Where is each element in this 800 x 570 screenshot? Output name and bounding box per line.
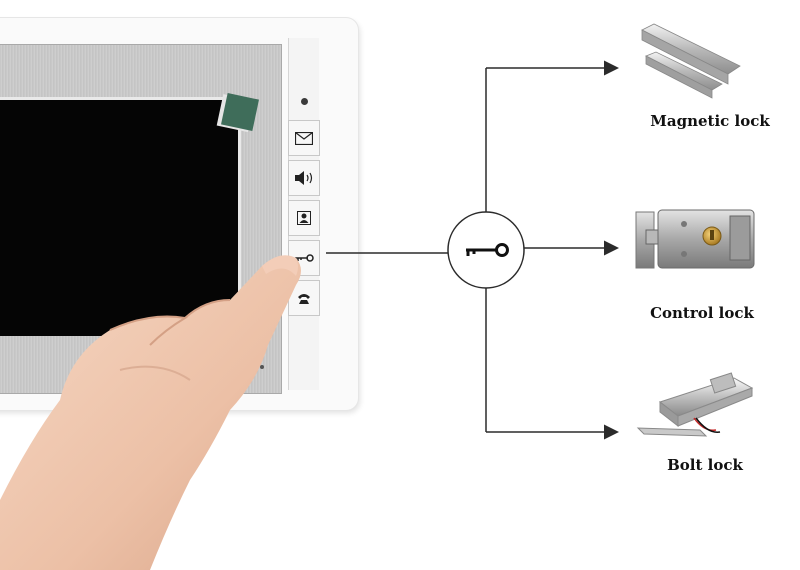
magnetic-lock-image: [641, 23, 741, 99]
key-icon: [466, 243, 509, 257]
control-lock-image: [635, 209, 755, 269]
speaker-icon: [295, 171, 313, 185]
phone-icon: [298, 294, 310, 304]
bolt-lock-label: Bolt lock: [667, 456, 743, 474]
bolt-lock-image: [636, 372, 754, 437]
magnetic-lock-label: Magnetic lock: [650, 112, 770, 130]
contacts-button[interactable]: [288, 200, 320, 236]
control-lock-label: Control lock: [650, 304, 754, 322]
contacts-icon: [297, 211, 311, 225]
microphone-hole: [260, 365, 264, 369]
monitor-screen: [0, 97, 241, 336]
power-indicator-led: [301, 98, 308, 105]
message-button[interactable]: [288, 120, 320, 156]
envelope-icon: [295, 131, 313, 145]
key-icon: [295, 254, 314, 262]
volume-button[interactable]: [288, 160, 320, 196]
